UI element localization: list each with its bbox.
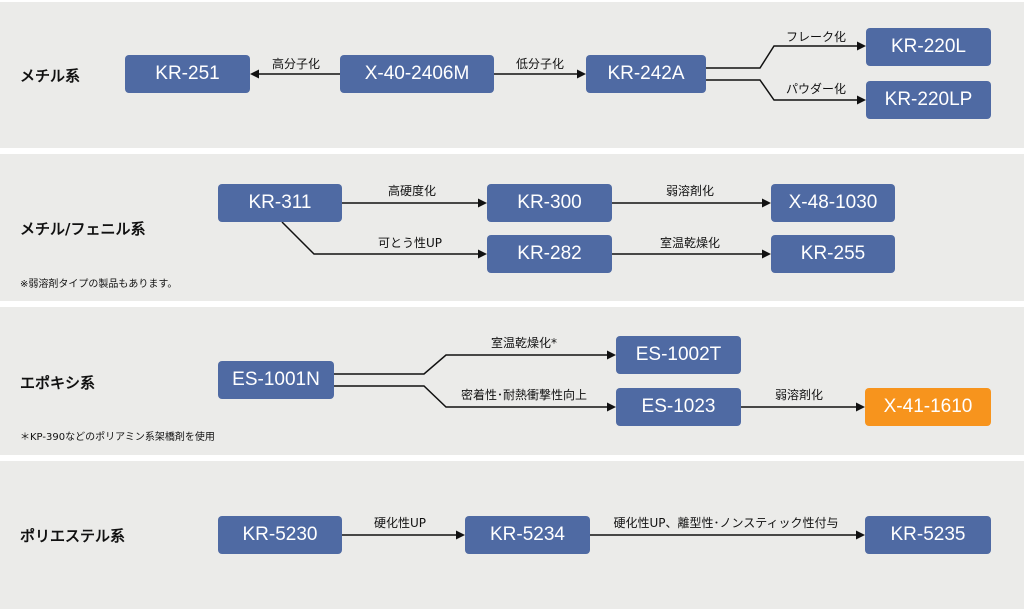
box-kr-255: KR-255: [771, 235, 895, 273]
label-hard-up: 硬化性UP: [373, 516, 427, 530]
box-kr-5230: KR-5230: [218, 516, 342, 554]
note-weak-solvent: ※弱溶剤タイプの製品もあります。: [20, 279, 178, 290]
label-flex: 可とう性UP: [377, 236, 443, 250]
category-methyl-phenyl: メチル/フェニル系: [20, 220, 146, 238]
box-kr-311: KR-311: [218, 184, 342, 222]
box-kr-251: KR-251: [125, 55, 250, 93]
box-kr-5235: KR-5235: [865, 516, 991, 554]
label-high-mw: 高分子化: [271, 57, 321, 71]
box-x-48-1030: X-48-1030: [771, 184, 895, 222]
category-polyester: ポリエステル系: [20, 527, 126, 545]
box-kr-5234: KR-5234: [465, 516, 590, 554]
label-low-mw: 低分子化: [515, 57, 565, 71]
label-adhesion: 密着性･耐熱衝撃性向上: [460, 388, 588, 402]
box-es-1002t: ES-1002T: [616, 336, 741, 374]
section-band-methyl-phenyl: [0, 154, 1024, 301]
section-band-epoxy: [0, 307, 1024, 455]
box-kr-300: KR-300: [487, 184, 612, 222]
box-kr-242a: KR-242A: [586, 55, 706, 93]
category-methyl: メチル系: [20, 67, 81, 85]
label-weak-solvent-3: 弱溶剤化: [774, 388, 824, 402]
label-rt-dry-2: 室温乾燥化: [659, 236, 721, 250]
label-flake: フレーク化: [785, 30, 847, 44]
label-weak-solvent-2: 弱溶剤化: [665, 184, 715, 198]
box-kr-220l: KR-220L: [866, 28, 991, 66]
label-multi: 硬化性UP、離型性･ノンスティック性付与: [613, 516, 839, 530]
label-hardness: 高硬度化: [387, 184, 437, 198]
box-kr-282: KR-282: [487, 235, 612, 273]
category-epoxy: エポキシ系: [20, 374, 96, 392]
box-x-40-2406m: X-40-2406M: [340, 55, 494, 93]
box-es-1001n: ES-1001N: [218, 361, 334, 399]
label-powder: パウダー化: [785, 82, 847, 96]
box-es-1023: ES-1023: [616, 388, 741, 426]
label-rt-dry-3: 室温乾燥化*: [490, 336, 558, 350]
note-polyamine: ＊KP-390などのポリアミン系架橋剤を使用: [20, 432, 215, 443]
box-x-41-1610: X-41-1610: [865, 388, 991, 426]
box-kr-220lp: KR-220LP: [866, 81, 991, 119]
